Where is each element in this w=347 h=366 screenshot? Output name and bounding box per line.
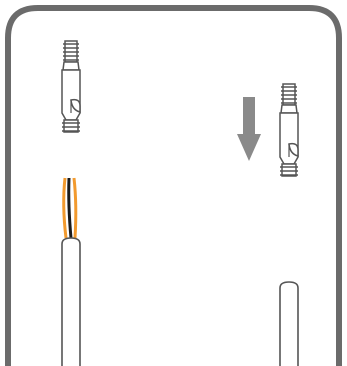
thread-top-right: [281, 83, 297, 106]
cable-jacket-right: [279, 281, 299, 366]
thread-bottom-right: [280, 163, 298, 177]
cable-left: [61, 177, 81, 366]
thread-top-left: [63, 40, 79, 63]
connector-pin-left: [61, 40, 81, 133]
wire-black: [67, 177, 73, 239]
pin-slot-left: [70, 98, 81, 113]
pin-slot-right: [288, 142, 299, 157]
cable-jacket-left: [61, 237, 81, 366]
thread-bottom-left: [62, 119, 80, 133]
wire-orange-right: [72, 177, 78, 239]
wire-orange-left: [62, 177, 68, 239]
frame-border: [5, 5, 342, 366]
connector-pin-right: [279, 83, 299, 177]
pin-collar-left: [62, 61, 80, 71]
pin-collar-right: [280, 104, 298, 114]
down-arrow: [237, 97, 261, 161]
